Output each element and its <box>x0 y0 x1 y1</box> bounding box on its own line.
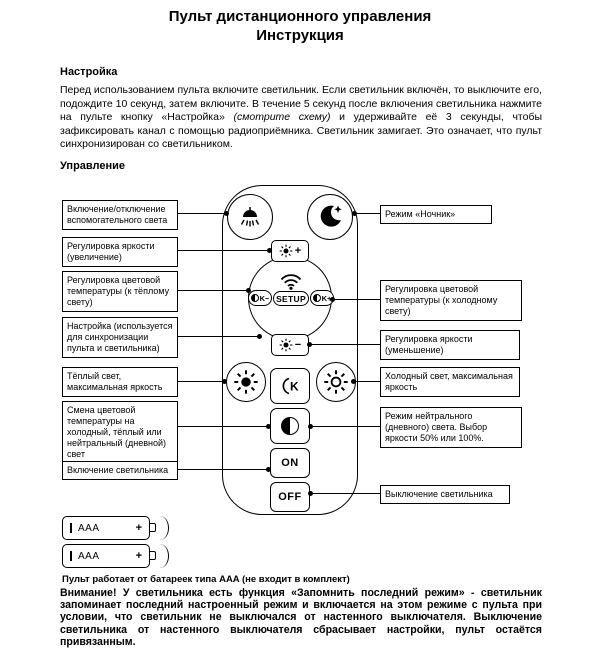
leader-dot <box>351 379 356 384</box>
off-button: OFF <box>270 482 310 512</box>
leader-line <box>178 426 269 427</box>
warm-sun-icon <box>234 370 258 394</box>
cold-sun-icon <box>324 370 348 394</box>
svg-text:K: K <box>290 380 299 394</box>
battery-minus-terminal <box>70 523 72 533</box>
leader-line <box>311 493 380 494</box>
setup-paragraph: Перед использованием пульта включите све… <box>60 84 542 152</box>
leader-line <box>178 250 270 251</box>
half-circle-icon <box>281 417 299 435</box>
callout-setup: Настройка (используется для синхронизаци… <box>62 317 178 358</box>
cct-warm-button: K− <box>248 290 272 306</box>
cct-cycle-icon: K <box>282 377 299 395</box>
battery-contact-arc <box>160 544 169 568</box>
callout-brightness-down: Регулировка яркости (уменьшение) <box>380 330 520 360</box>
cct-warm-icon <box>250 294 259 302</box>
leader-dot <box>257 334 262 339</box>
leader-dot <box>308 491 313 496</box>
leader-line <box>333 299 380 300</box>
leader-line <box>311 426 380 427</box>
battery-minus-terminal <box>70 551 72 561</box>
cold-max-button <box>316 362 356 402</box>
leader-dot <box>224 211 229 216</box>
battery-type-label: AAA <box>78 550 100 562</box>
cct-cold-label: K+ <box>321 293 332 303</box>
lamp-icon <box>240 207 260 227</box>
aux-light-button <box>227 194 273 240</box>
leader-dot <box>266 424 271 429</box>
setup-paragraph-italic: (смотрите схему) <box>233 111 331 123</box>
cct-cold-icon <box>312 294 321 302</box>
callout-night-mode: Режим «Ночник» <box>380 205 492 224</box>
battery-nub <box>150 551 156 560</box>
leader-dot <box>308 424 313 429</box>
on-button: ON <box>270 448 310 478</box>
battery-nub <box>150 523 156 532</box>
setup-paragraph-text2: и удерживайте её 3 секунды, чтобы зафикс… <box>60 111 543 150</box>
callout-cct-cycle: Смена цветовой температуры на холодный, … <box>62 401 178 464</box>
setup-heading: Настройка <box>60 66 118 78</box>
battery-plus-label: + <box>135 522 142 534</box>
callout-cold-max: Холодный свет, максимальная яркость <box>380 367 520 397</box>
warning-paragraph: Внимание! У светильника есть функция «За… <box>60 587 542 648</box>
day-mode-button <box>270 408 310 444</box>
cct-cold-button: K+ <box>310 290 334 306</box>
leader-line <box>178 290 249 291</box>
setup-button: SETUP <box>273 291 309 306</box>
leader-dot <box>222 379 227 384</box>
battery-icon: AAA + <box>62 516 156 540</box>
callout-day-mode: Режим нейтрального (дневного) света. Выб… <box>380 407 522 448</box>
callout-on: Включение светильника <box>62 461 178 480</box>
leader-line <box>355 213 380 214</box>
leader-dot <box>352 211 357 216</box>
leader-line <box>178 336 260 337</box>
battery-plus-label: + <box>135 550 142 562</box>
cct-cycle-button: K <box>270 368 310 404</box>
callout-off: Выключение светильника <box>380 485 510 504</box>
night-mode-button <box>307 194 353 240</box>
leader-dot <box>266 467 271 472</box>
callout-cct-cold: Регулировка цветовой температуры (к холо… <box>380 280 522 321</box>
callout-brightness-up: Регулировка яркости (увеличение) <box>62 237 178 267</box>
leader-line <box>178 469 269 470</box>
setup-paragraph-text1: Перед использованием пульта включите све… <box>60 84 542 123</box>
battery-type-label: AAA <box>78 522 100 534</box>
leader-dot <box>267 248 272 253</box>
page-title-line2: Инструкция <box>256 27 344 44</box>
page-title-line1: Пульт дистанционного управления <box>168 8 432 25</box>
sun-plus-icon <box>279 244 293 258</box>
sun-minus-icon <box>279 338 293 352</box>
leader-line <box>310 344 380 345</box>
leader-line <box>354 381 380 382</box>
plus-sign: + <box>294 245 302 257</box>
callout-cct-warm: Регулировка цветовой температуры (к тёпл… <box>62 271 178 312</box>
minus-sign: − <box>294 339 302 351</box>
leader-dot <box>246 288 251 293</box>
leader-line <box>178 381 225 382</box>
callout-aux-light: Включение/отключение вспомогательного св… <box>62 200 178 230</box>
battery-note: Пульт работает от батареек типа AAA (не … <box>62 574 350 585</box>
leader-dot <box>307 342 312 347</box>
callout-warm-max: Тёплый свет, максимальная яркость <box>62 367 178 397</box>
brightness-up-button: + <box>271 240 309 262</box>
cct-warm-label: K− <box>259 293 270 303</box>
remote-control-illustration: + K− SETUP K+ <box>222 185 358 515</box>
brightness-down-button: − <box>271 334 309 356</box>
battery-icon: AAA + <box>62 544 156 568</box>
on-label: ON <box>281 457 299 469</box>
wifi-icon <box>280 274 302 290</box>
setup-label: SETUP <box>276 293 306 304</box>
moon-star-icon <box>320 205 342 227</box>
off-label: OFF <box>278 491 302 503</box>
control-heading: Управление <box>60 160 126 172</box>
leader-dot <box>330 297 335 302</box>
warm-max-button <box>226 362 266 402</box>
leader-line <box>178 213 227 214</box>
battery-contact-arc <box>160 516 169 540</box>
